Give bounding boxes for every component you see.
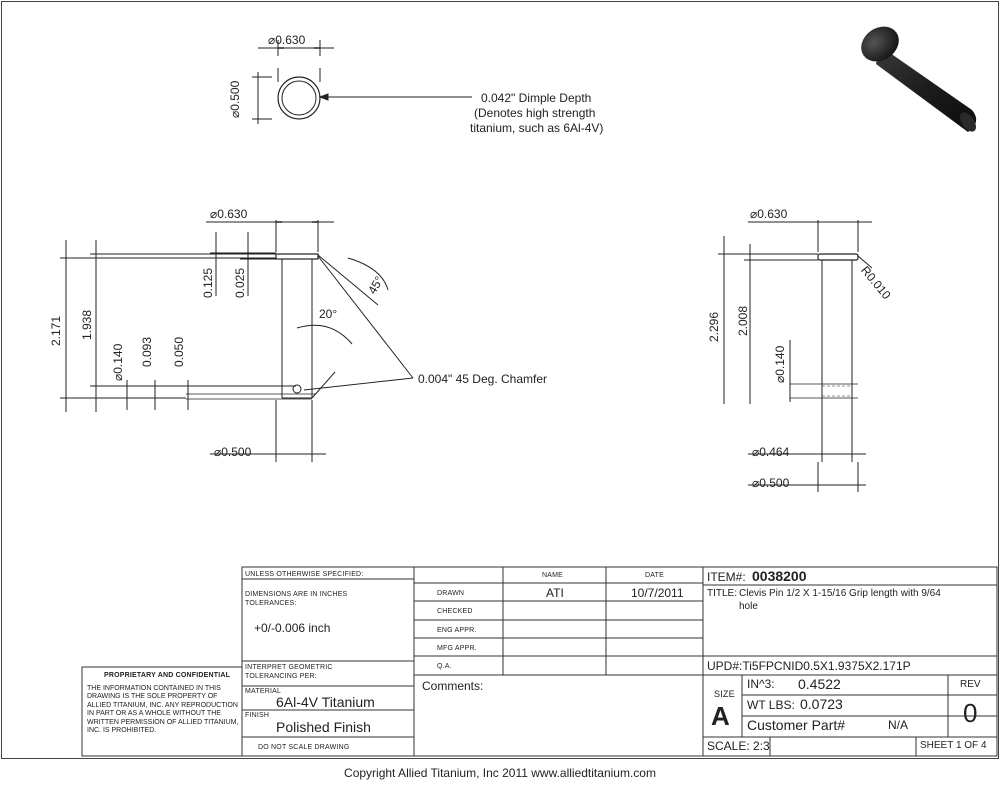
top-view-outer-dia-value: 0.630 <box>275 33 306 47</box>
end-hole-dia: ⌀0.140 <box>773 345 787 383</box>
in3-label: IN^3: <box>747 677 775 691</box>
eng-appr-label: ENG APPR. <box>437 627 477 634</box>
size-value: A <box>711 701 730 731</box>
title-block-grid <box>81 566 998 757</box>
title-line2: hole <box>739 601 758 612</box>
top-view-inner-dia-value: 0.500 <box>228 80 242 111</box>
comments-label: Comments: <box>422 679 484 693</box>
side-chamfer-note: 0.004" 45 Deg. Chamfer <box>418 372 547 386</box>
end-dia-464: ⌀0.464 <box>752 445 790 459</box>
dimple-note-line3: titanium, such as 6Al-4V) <box>470 121 604 135</box>
do-not-scale: DO NOT SCALE DRAWING <box>258 744 350 751</box>
material-value: 6Al-4V Titanium <box>276 694 375 710</box>
date-header: DATE <box>645 572 664 579</box>
dims-line2: TOLERANCES: <box>245 600 297 607</box>
side-hole-off1: 0.093 <box>140 336 154 367</box>
tolerance-value: +0/-0.006 inch <box>254 621 331 635</box>
size-label: SIZE <box>714 689 735 699</box>
dimple-note-line2: (Denotes high strength <box>474 106 596 120</box>
side-head-dia-value: 0.630 <box>217 207 248 221</box>
end-dia-500: ⌀0.500 <box>752 476 790 490</box>
side-hole-dia-value: 0.140 <box>111 343 125 374</box>
title-line1: Clevis Pin 1/2 X 1-15/16 Grip length wit… <box>739 588 941 599</box>
top-view-inner-dia: ⌀0.500 <box>228 80 242 118</box>
cust-value: N/A <box>888 718 909 732</box>
end-view <box>718 220 873 492</box>
checked-label: CHECKED <box>437 608 473 615</box>
interp-line2: TOLERANCING PER: <box>245 673 317 680</box>
drawn-date: 10/7/2011 <box>631 586 684 600</box>
side-head-dia: ⌀0.630 <box>210 207 248 221</box>
copyright-footer: Copyright Allied Titanium, Inc 2011 www.… <box>344 766 656 780</box>
side-grip-len: 1.938 <box>80 309 94 340</box>
cust-label: Customer Part# <box>747 717 846 733</box>
side-angle-20: 20° <box>319 307 338 321</box>
dimple-note-line1: 0.042" Dimple Depth <box>481 91 592 105</box>
proprietary-text: THE INFORMATION CONTAINED IN THIS DRAWIN… <box>87 685 239 735</box>
end-overall-len: 2.296 <box>707 311 721 342</box>
finish-label: FINISH <box>245 712 270 719</box>
dims-line1: DIMENSIONS ARE IN INCHES <box>245 591 348 598</box>
proprietary-title: PROPRIETARY AND CONFIDENTIAL <box>104 672 231 679</box>
item-label: ITEM#: <box>707 570 746 584</box>
end-dia-500-value: 0.500 <box>759 476 790 490</box>
mfg-appr-label: MFG APPR. <box>437 645 477 652</box>
rev-value: 0 <box>963 698 978 728</box>
side-hole-off2: 0.050 <box>172 336 186 367</box>
side-overall-len: 2.171 <box>49 315 63 346</box>
end-dia-464-value: 0.464 <box>759 445 790 459</box>
end-hole-dia-value: 0.140 <box>773 345 787 376</box>
pin-3d-render <box>861 26 977 132</box>
finish-value: Polished Finish <box>276 719 371 735</box>
item-value: 0038200 <box>752 568 807 584</box>
wt-label: WT LBS: <box>747 698 795 712</box>
top-view <box>252 40 472 124</box>
side-shank-dia-value: 0.500 <box>221 445 252 459</box>
upd-number: UPD#:Ti5FPCNID0.5X1.9375X2.171P <box>707 659 911 673</box>
end-head-dia: ⌀0.630 <box>750 207 788 221</box>
drawn-label: DRAWN <box>437 590 465 597</box>
side-view <box>60 220 414 462</box>
side-hole-dia: ⌀0.140 <box>111 343 125 381</box>
side-shank-dia: ⌀0.500 <box>214 445 252 459</box>
rev-label: REV <box>960 679 981 690</box>
qa-label: Q.A. <box>437 663 452 670</box>
in3-value: 0.4522 <box>798 676 841 692</box>
unless-specified: UNLESS OTHERWISE SPECIFIED: <box>245 571 364 578</box>
interp-line1: INTERPRET GEOMETRIC <box>245 664 333 671</box>
wt-value: 0.0723 <box>800 696 843 712</box>
top-view-outer-dia: ⌀0.630 <box>268 33 306 47</box>
drawn-name: ATI <box>546 586 564 600</box>
name-header: NAME <box>542 572 564 579</box>
side-head-h1: 0.125 <box>201 267 215 298</box>
sheet-label: SHEET 1 OF 4 <box>920 740 987 751</box>
end-head-dia-value: 0.630 <box>757 207 788 221</box>
side-head-h2: 0.025 <box>233 267 247 298</box>
scale-label: SCALE: 2:3 <box>707 739 770 753</box>
end-len2: 2.008 <box>736 305 750 336</box>
title-label: TITLE: <box>707 588 738 599</box>
material-label: MATERIAL <box>245 688 282 695</box>
